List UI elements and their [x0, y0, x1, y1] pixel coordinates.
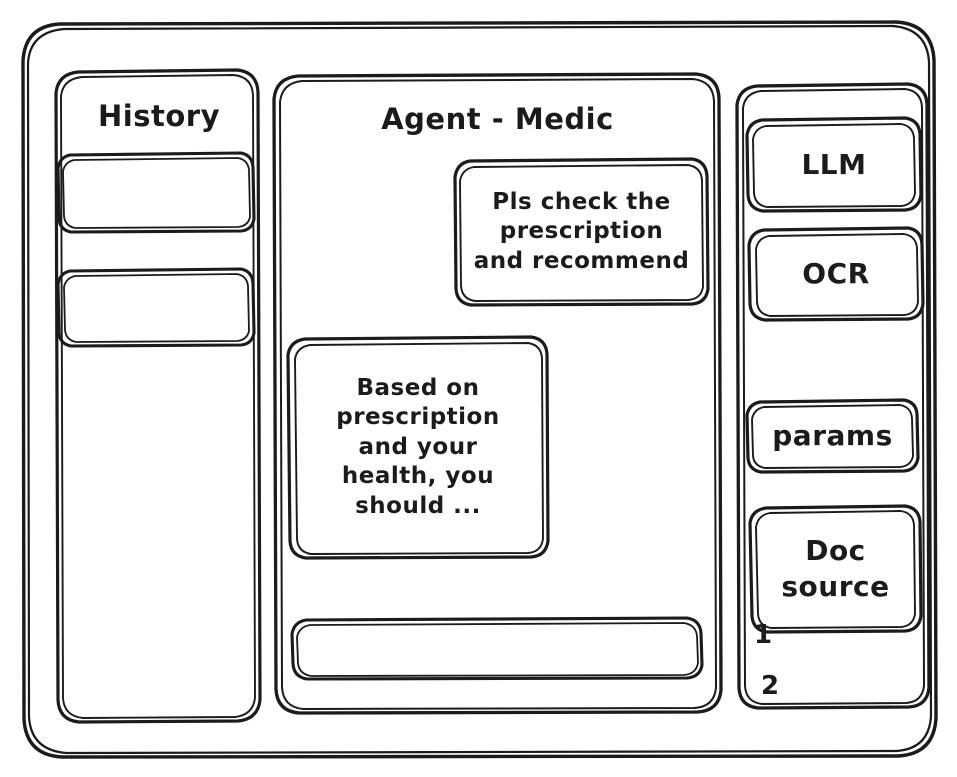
history-panel-title: History	[98, 99, 220, 134]
doc-source-marker-1: 1	[754, 620, 773, 651]
ocr-chip-label: OCR	[802, 257, 870, 291]
history-item-2-label	[58, 269, 254, 346]
doc-source-marker-2: 2	[761, 671, 780, 702]
history-item-1-label	[58, 153, 254, 232]
user-message-bubble: Pls check the prescription and recommend	[473, 188, 690, 274]
params-chip-label: params	[772, 419, 893, 453]
assistant-message-bubble: Based on prescription and your health, y…	[336, 374, 500, 519]
message-composer-value	[292, 618, 702, 679]
doc-source-chip-label: Doc source	[781, 534, 890, 603]
agent-panel-title: Agent - Medic	[381, 102, 614, 137]
llm-chip-label: LLM	[801, 147, 867, 181]
